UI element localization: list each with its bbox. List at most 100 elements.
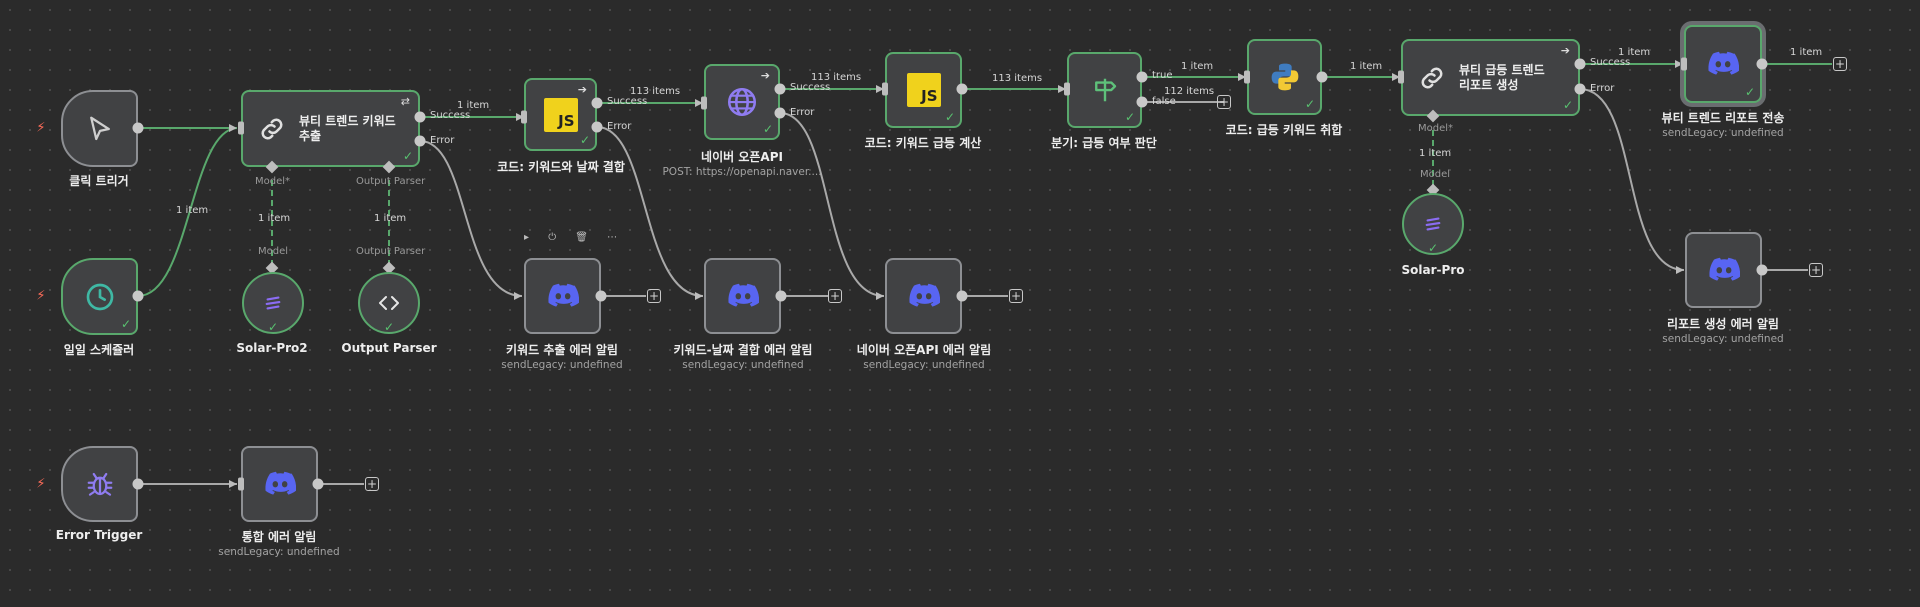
node-code-collect[interactable]: ✓ [1247, 39, 1322, 115]
output-port-error[interactable] [774, 107, 786, 119]
input-port[interactable] [238, 121, 244, 135]
node-title: 코드: 급등 키워드 취합 [1225, 123, 1343, 137]
node-label: 뷰티 급등 트렌드 리포트 생성 [1459, 62, 1545, 92]
input-port[interactable] [1681, 57, 1687, 71]
output-port[interactable] [595, 290, 607, 302]
add-node-button[interactable]: + [365, 477, 379, 491]
node-daily-scheduler[interactable]: ✓ [61, 258, 138, 335]
python-icon [1271, 63, 1298, 91]
port-label-success: Success [607, 96, 648, 107]
node-solar-pro2[interactable]: ✓ [242, 272, 304, 334]
item-count: 1 item [457, 100, 490, 111]
input-port[interactable] [701, 96, 707, 110]
bolt-icon: ⚡ [36, 120, 46, 136]
output-port-error[interactable] [1574, 83, 1586, 95]
check-icon: ✓ [1427, 241, 1438, 255]
check-icon: ✓ [402, 149, 413, 163]
node-output-parser[interactable]: ✓ [358, 272, 420, 334]
output-port[interactable] [132, 122, 144, 134]
output-port-false[interactable] [1136, 96, 1148, 108]
node-subtitle: sendLegacy: undefined [682, 359, 804, 371]
node-subtitle: sendLegacy: undefined [863, 359, 985, 371]
port-label-success: Success [430, 110, 471, 121]
input-port[interactable] [521, 110, 527, 124]
add-node-button[interactable]: + [1809, 263, 1823, 277]
add-node-button[interactable]: + [828, 289, 842, 303]
node-branch[interactable]: ✓ [1067, 52, 1142, 128]
item-count: 113 items [992, 73, 1043, 84]
output-port[interactable] [132, 290, 144, 302]
node-err-report[interactable] [1685, 232, 1762, 308]
arrow-icon: ➔ [1560, 44, 1570, 57]
node-err-keyword[interactable] [524, 258, 601, 334]
add-node-button[interactable]: + [1833, 57, 1847, 71]
node-err-naver[interactable] [885, 258, 962, 334]
add-node-button[interactable]: + [1009, 289, 1023, 303]
check-icon: ✓ [944, 110, 955, 124]
wire-naver-error [779, 112, 885, 297]
output-port-true[interactable] [1136, 71, 1148, 83]
node-report-generate[interactable]: 뷰티 급등 트렌드 리포트 생성 ➔ ✓ [1401, 39, 1580, 116]
input-port[interactable] [1398, 70, 1404, 84]
javascript-icon: JS [906, 73, 941, 107]
node-toolbar[interactable]: ▸ ⏻ 🗑 ⋯ [524, 232, 626, 243]
node-keyword-extract[interactable]: 뷰티 트렌드 키워드 추출 ⇄ ✓ [241, 90, 420, 167]
output-port[interactable] [1756, 264, 1768, 276]
clock-icon [86, 283, 113, 310]
port-label-success: Success [790, 82, 831, 93]
output-port[interactable] [132, 478, 144, 490]
node-title: 네이버 오픈API [701, 150, 783, 164]
port-label-error: Error [1590, 83, 1615, 94]
node-click-trigger[interactable] [61, 90, 138, 167]
node-code-calc[interactable]: JS ✓ [885, 52, 962, 128]
node-solar-pro[interactable]: ✓ [1402, 193, 1464, 255]
check-icon: ✓ [1124, 110, 1135, 124]
node-title: 클릭 트리거 [69, 174, 129, 188]
item-count: 112 items [1164, 86, 1215, 97]
output-port-success[interactable] [774, 83, 786, 95]
output-port[interactable] [312, 478, 324, 490]
port-label-error: Error [430, 135, 455, 146]
input-port[interactable] [1064, 82, 1070, 96]
output-port-error[interactable] [414, 135, 426, 147]
node-title: 뷰티 트렌드 리포트 전송 [1661, 111, 1785, 125]
node-error-trigger[interactable] [61, 446, 138, 522]
input-port[interactable] [1244, 70, 1250, 84]
node-title: Solar-Pro2 [236, 341, 308, 355]
output-port[interactable] [1756, 58, 1768, 70]
output-port-success[interactable] [591, 97, 603, 109]
wire-report-error [1579, 88, 1685, 271]
node-err-combine[interactable] [704, 258, 781, 334]
node-naver-api[interactable]: ➔ ✓ [704, 64, 780, 140]
output-port[interactable] [956, 290, 968, 302]
node-title: Solar-Pro [1401, 263, 1465, 277]
node-label: 뷰티 트렌드 키워드 추출 [299, 113, 396, 143]
output-port[interactable] [956, 83, 968, 95]
discord-icon [908, 283, 940, 307]
output-port[interactable] [775, 290, 787, 302]
node-title: 키워드-날짜 결합 에러 알림 [673, 343, 813, 357]
signpost-icon [1094, 78, 1116, 102]
node-title: 통합 에러 알림 [241, 530, 317, 544]
output-port-error[interactable] [591, 121, 603, 133]
node-report-send[interactable]: ✓ [1684, 25, 1762, 103]
wire-combine-error [596, 126, 704, 297]
refresh-icon: ⇄ [400, 95, 410, 108]
node-title: 분기: 급등 여부 판단 [1051, 136, 1157, 150]
item-count: 113 items [811, 72, 862, 83]
output-port-success[interactable] [414, 111, 426, 123]
node-err-total[interactable] [241, 446, 318, 522]
output-port[interactable] [1316, 71, 1328, 83]
output-port-success[interactable] [1574, 58, 1586, 70]
add-node-button[interactable]: + [647, 289, 661, 303]
add-node-button[interactable]: + [1217, 95, 1231, 109]
node-subtitle: sendLegacy: undefined [501, 359, 623, 371]
node-subtitle: sendLegacy: undefined [1662, 127, 1784, 139]
port-label-false: false [1152, 96, 1176, 107]
check-icon: ✓ [762, 122, 773, 136]
input-port[interactable] [882, 82, 888, 96]
link-icon [261, 118, 283, 139]
node-code-combine[interactable]: JS ➔ ✓ [524, 78, 597, 151]
input-port[interactable] [238, 477, 244, 491]
